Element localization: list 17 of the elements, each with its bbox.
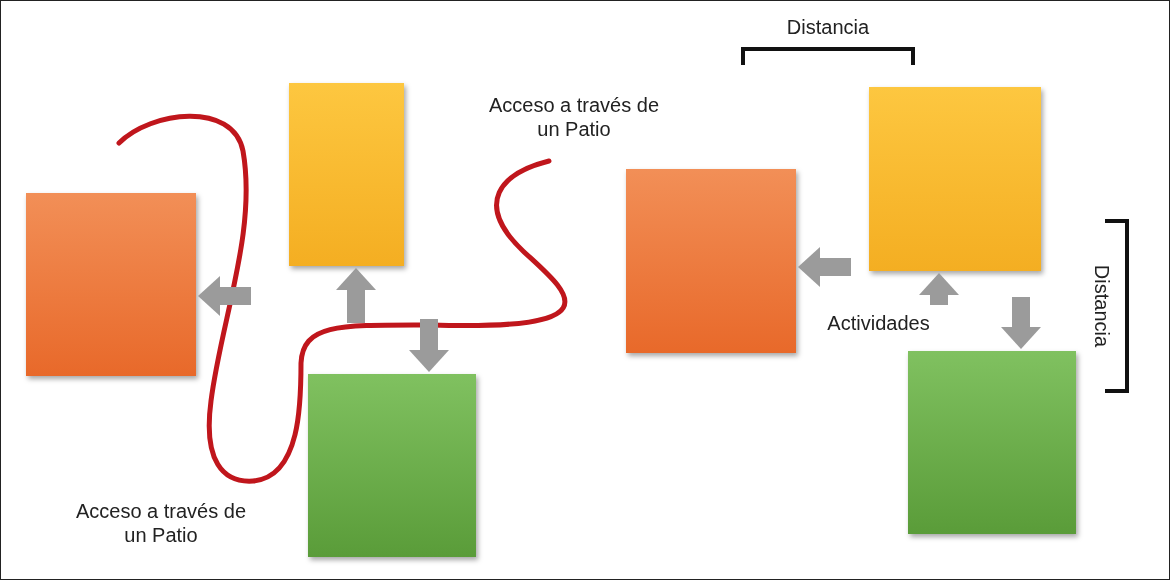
arrow bbox=[336, 268, 376, 323]
dimension-label: Distancia bbox=[785, 15, 871, 39]
dimension-label: Distancia bbox=[1090, 264, 1115, 348]
arrow bbox=[1001, 297, 1041, 349]
arrow bbox=[798, 247, 851, 287]
activity-square bbox=[308, 374, 476, 557]
activity-square bbox=[626, 169, 796, 353]
activity-square bbox=[908, 351, 1076, 534]
activity-square bbox=[26, 193, 196, 376]
activity-square bbox=[869, 87, 1041, 271]
arrow bbox=[409, 319, 449, 372]
arrow bbox=[919, 273, 959, 305]
activity-square bbox=[289, 83, 404, 266]
text-label: Acceso a través de un Patio bbox=[74, 499, 248, 547]
text-label: Actividades bbox=[826, 311, 931, 335]
arrow bbox=[198, 276, 251, 316]
text-label: Acceso a través de un Patio bbox=[487, 93, 661, 141]
